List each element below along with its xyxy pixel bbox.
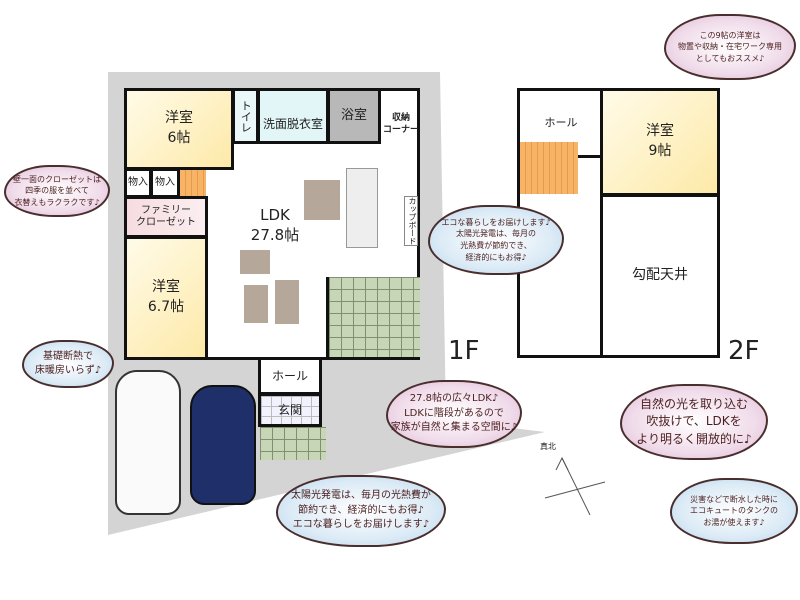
room-storage-1: 物入 [124,168,152,198]
room-storage-corner: 収納 コーナー [382,113,419,136]
floor-2-label: 2F [728,336,760,366]
room-western-67: 洋室 6.7帖 [124,236,208,360]
porch [260,427,326,460]
bubble-room9: この9帖の洋室は 物置や収納・在宅ワーク専用 としてもおススメ♪ [664,14,796,80]
compass-label: 真北 [540,442,556,451]
room-ldk: LDK 27.8帖 [250,206,300,245]
stairs-1f [180,170,206,196]
bubble-solar-small: エコな暮らしをお届けします♪ 太陽光発電は、毎月の 光熱費が節約でき、 経済的に… [428,205,564,275]
sofa-3 [275,280,299,324]
sofa-2 [244,285,268,323]
kitchen-counter [346,168,378,248]
room-western-6: 洋室 6帖 [124,88,234,170]
bubble-disaster: 災害などで断水した時に エコキュートのタンクの お湯が使えます♪ [670,478,798,544]
bubble-light: 自然の光を取り込む 吹抜けで、LDKを より明るく開放的に♪ [620,384,768,460]
car-blue [190,385,256,505]
room-bath: 浴室 [327,88,381,144]
room-hall: ホール [258,357,322,395]
bubble-closet: 壁一面のクローゼットは 四季の服を並べて 衣替えもラクラクです♪ [4,165,110,217]
sofa-1 [240,250,270,274]
floor-1-label: 1F [448,336,480,366]
bubble-insulation: 基礎断熱で 床暖房いらず♪ [22,340,114,388]
room-washroom: 洗面脱衣室 [257,88,329,144]
room-storage-2: 物入 [150,168,180,198]
cupboard: カップボード [404,196,418,246]
compass-icon [544,456,606,516]
bubble-ldk: 27.8帖の広々LDK♪ LDKに階段があるので 家族が自然と集まる空間に♪ [386,380,522,448]
dining-table [304,180,340,220]
room-vaulted-ceiling: 勾配天井 [600,194,720,358]
room-family-closet: ファミリー クローゼット [124,196,208,238]
terrace [326,277,420,357]
room-entrance: 玄関 [258,393,322,427]
stairs-2f [520,142,578,194]
car-white [115,370,181,515]
room-western-9: 洋室 9帖 [600,88,720,196]
room-toilet: トイレ [232,88,259,144]
bubble-solar: 太陽光発電は、毎月の光熱費が 節約でき、経済的にもお得♪ エコな暮らしをお届けし… [276,475,446,547]
